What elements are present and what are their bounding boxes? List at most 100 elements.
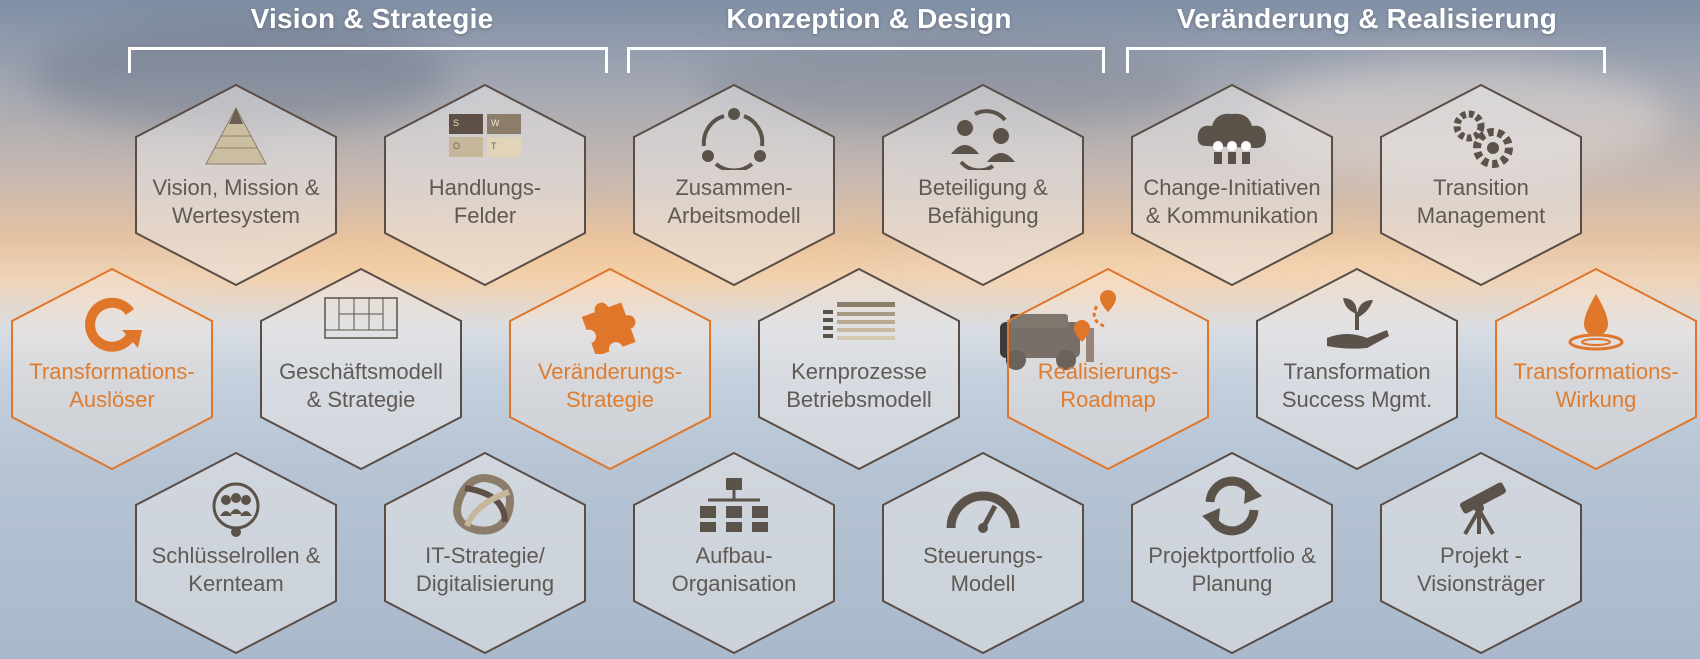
- hex-label-line2: Planung: [1191, 571, 1273, 596]
- hex-label-line2: Befähigung: [927, 203, 1039, 228]
- hex-label: Geschäftsmodell& Strategie: [261, 358, 461, 414]
- hex-label-line1: Projekt -: [1440, 543, 1522, 568]
- hex-label-line1: Beteiligung &: [918, 175, 1048, 200]
- hex-label-line1: Realisierungs-: [1037, 359, 1179, 384]
- hex-tile-it[interactable]: IT-Strategie/Digitalisierung: [381, 450, 589, 656]
- hex-label: Realisierungs-Roadmap: [1008, 358, 1208, 414]
- hexagon-shape: [11, 267, 213, 471]
- hex-label-line1: Vision, Mission &: [152, 175, 320, 200]
- hex-label: Beteiligung & Befähigung: [883, 174, 1083, 230]
- hexagon-shape: [384, 451, 586, 655]
- vehicle-photo-image: [1000, 314, 1094, 370]
- cloud-people-icon: [1192, 106, 1272, 170]
- svg-text:W: W: [491, 118, 500, 128]
- svg-text:T: T: [491, 141, 497, 151]
- hex-label-line1: Steuerungs-: [923, 543, 1043, 568]
- bracket-konzeption: [627, 47, 1105, 73]
- knot-icon: [445, 473, 525, 538]
- hex-tile-zusammen[interactable]: Zusammen-Arbeitsmodell: [630, 82, 838, 288]
- hex-label: Vision, Mission & Wertesystem: [136, 174, 336, 230]
- hexagon-shape: [1007, 267, 1209, 471]
- hex-tile-geschaeft[interactable]: Geschäftsmodell& Strategie: [257, 266, 465, 472]
- hexagon-shape: [1131, 83, 1333, 287]
- hex-label-line2: Organisation: [671, 571, 797, 596]
- phase-title-konzeption: Konzeption & Design: [726, 3, 1012, 34]
- hex-label-line2: Felder: [453, 203, 517, 228]
- hexagon-shape: [384, 83, 586, 287]
- hex-label-line1: Kernprozesse: [791, 359, 927, 384]
- telescope-icon: [1441, 474, 1521, 538]
- sync-icon: [1192, 474, 1272, 538]
- hex-tile-change[interactable]: Change-Initiativen & Kommunikation: [1128, 82, 1336, 288]
- hex-label-line2: Betriebsmodell: [786, 387, 932, 412]
- pyramid-icon: [196, 106, 276, 170]
- phase-title-realisierung: Veränderung & Realisierung: [1176, 3, 1558, 34]
- swot-icon: S W O T: [445, 106, 525, 170]
- hex-label-line2: Arbeitsmodell: [667, 203, 801, 228]
- hexagon-shape: [1256, 267, 1458, 471]
- hex-label-line2: Success Mgmt.: [1281, 387, 1433, 412]
- water-drop-icon: [1556, 290, 1636, 354]
- gears-icon: [1441, 106, 1521, 170]
- hex-tile-roadmap[interactable]: Realisierungs-Roadmap: [1004, 266, 1212, 472]
- canvas-icon: [321, 290, 401, 354]
- hex-label-line1: IT-Strategie/: [425, 543, 545, 568]
- hex-label: Handlungs-Felder: [385, 174, 585, 230]
- hex-label-line2: Visionsträger: [1417, 571, 1545, 596]
- hex-tile-wirkung[interactable]: Transformations-Wirkung: [1492, 266, 1700, 472]
- gauge-icon: [943, 474, 1023, 538]
- hex-tile-schluessel[interactable]: Schlüsselrollen &Kernteam: [132, 450, 340, 656]
- people-exchange-icon: [943, 106, 1023, 173]
- hex-tile-aufbau[interactable]: Aufbau- Organisation: [630, 450, 838, 656]
- hex-tile-projekt[interactable]: Projekt - Visionsträger: [1377, 450, 1585, 656]
- hex-label: Transformations-Auslöser: [12, 358, 212, 414]
- hex-label: Aufbau- Organisation: [634, 542, 834, 598]
- hex-label-line2: Strategie: [565, 387, 655, 412]
- hex-label-line1: Aufbau-: [695, 543, 773, 568]
- hex-tile-veraenderung[interactable]: Veränderungs-Strategie: [506, 266, 714, 472]
- hex-label-line1: Transformations-: [1513, 359, 1679, 384]
- hexagon-shape: [509, 267, 711, 471]
- hex-label: Steuerungs- Modell: [883, 542, 1083, 598]
- hex-label-line2: Wertesystem: [172, 203, 300, 228]
- hex-tile-vision[interactable]: Vision, Mission & Wertesystem: [132, 82, 340, 288]
- hex-tile-portfolio[interactable]: Projektportfolio & Planung: [1128, 450, 1336, 656]
- hex-label-line1: Projektportfolio &: [1148, 543, 1316, 568]
- hexagon-shape: [1380, 451, 1582, 655]
- hex-label-line2: Digitalisierung: [415, 571, 555, 596]
- bracket-vision: [128, 47, 608, 73]
- team-icon: [196, 474, 276, 538]
- svg-text:O: O: [453, 141, 460, 151]
- svg-text:S: S: [453, 118, 459, 128]
- hexagon-shape: [135, 451, 337, 655]
- hex-label: Transformations-Wirkung: [1496, 358, 1696, 414]
- hex-tile-ausloeser[interactable]: Transformations-Auslöser: [8, 266, 216, 472]
- hexagon-shape: [260, 267, 462, 471]
- hex-label-line1: Transition: [1433, 175, 1529, 200]
- hex-tile-handlung[interactable]: S W O T Handlungs-Felder: [381, 82, 589, 288]
- hex-label-line2: Auslöser: [69, 387, 155, 412]
- hex-label-line1: Geschäftsmodell: [279, 359, 443, 384]
- hexagon-shape: [633, 83, 835, 287]
- hex-label-line2: Modell: [950, 571, 1016, 596]
- hex-label-line1: Transformation: [1283, 359, 1431, 384]
- org-chart-icon: [694, 474, 774, 538]
- plant-hand-icon: [1317, 290, 1397, 354]
- hex-label: Veränderungs-Strategie: [510, 358, 710, 414]
- hex-label-line1: Change-Initiativen: [1143, 175, 1321, 200]
- hex-label-line2: & Kommunikation: [1145, 203, 1319, 228]
- puzzle-icon: [570, 290, 650, 357]
- hex-tile-beteiligung[interactable]: Beteiligung & Befähigung: [879, 82, 1087, 288]
- hexagon-shape: [135, 83, 337, 287]
- hex-label: Change-Initiativen & Kommunikation: [1132, 174, 1332, 230]
- route-pin-icon: [1068, 290, 1148, 354]
- phase-title-vision: Vision & Strategie: [250, 3, 494, 34]
- hex-tile-steuerung[interactable]: Steuerungs- Modell: [879, 450, 1087, 656]
- hexagon-shape: [1495, 267, 1697, 471]
